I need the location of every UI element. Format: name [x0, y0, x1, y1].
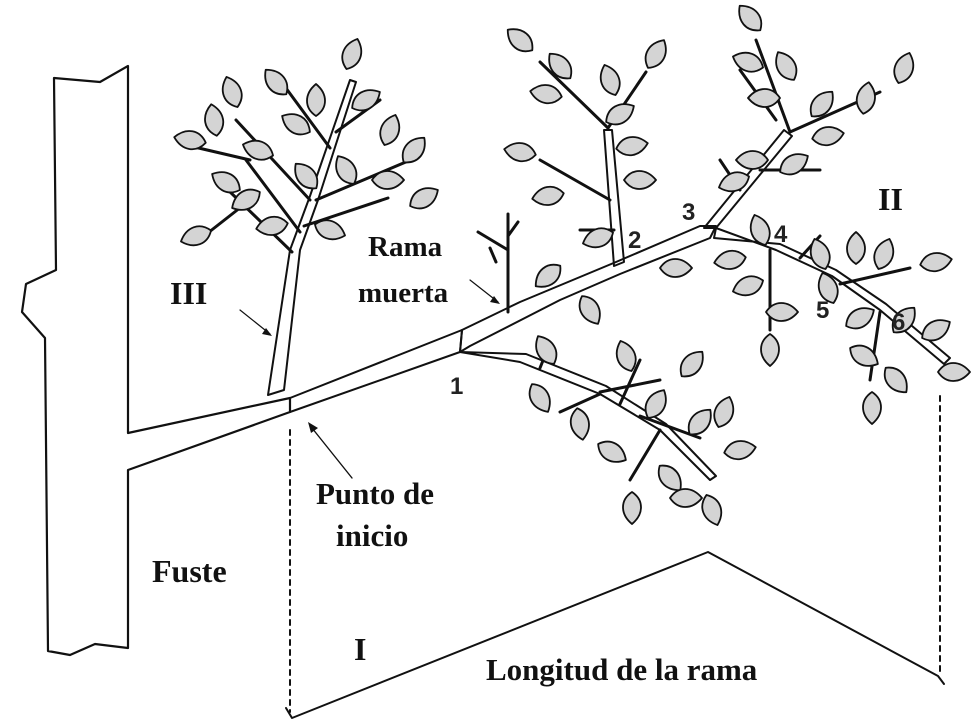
leaf [624, 171, 656, 189]
leaf [847, 232, 865, 264]
leaf [723, 438, 758, 461]
leaf [568, 407, 591, 442]
label-longitud: Longitud de la rama [486, 652, 758, 687]
leaf [761, 334, 779, 366]
leaf [338, 36, 366, 72]
label-fuste: Fuste [152, 553, 227, 589]
label-rama-muerta-1: Rama [368, 231, 443, 263]
branch-number-3: 3 [682, 199, 695, 226]
leaf [748, 89, 780, 107]
label-punto-inicio-2: inicio [336, 518, 408, 553]
leaf [255, 214, 290, 237]
leaf [890, 50, 918, 86]
leaf [918, 314, 955, 346]
branch-number-1: 1 [450, 373, 463, 400]
leaf [863, 392, 881, 424]
leaf [543, 48, 577, 84]
leaf [596, 62, 624, 98]
leaf [406, 182, 443, 214]
leaf [178, 222, 214, 250]
branch-number-4: 4 [774, 221, 788, 248]
leaf [730, 272, 766, 300]
length-bracket [286, 552, 944, 718]
leaf [376, 112, 404, 148]
branch-number-2: 2 [628, 227, 641, 254]
leaf [713, 248, 748, 271]
leaf [259, 64, 293, 100]
leaves [173, 0, 970, 528]
leaf [938, 363, 970, 381]
leaf [531, 184, 566, 207]
leaf [502, 23, 538, 57]
leaf [733, 0, 767, 36]
leaf [372, 171, 404, 189]
leaf [854, 81, 877, 116]
leaf [670, 489, 702, 507]
leaf [675, 346, 709, 382]
leaf [736, 151, 768, 169]
leaf [870, 236, 898, 272]
leaf [623, 492, 641, 524]
label-section-i: I [354, 631, 366, 667]
leaf [640, 36, 672, 73]
leaf [842, 302, 879, 334]
label-rama-muerta-2: muerta [358, 277, 449, 309]
leaf [776, 148, 813, 180]
leaf [218, 74, 246, 110]
leaf [530, 332, 562, 369]
leaf [278, 108, 315, 140]
label-section-iii: III [170, 275, 207, 311]
leaf [574, 292, 606, 329]
leaf [307, 84, 325, 116]
leaf [879, 362, 913, 398]
branch-4-5-6 [714, 228, 950, 380]
leaf [529, 82, 564, 105]
leaf [660, 259, 692, 277]
leaf [503, 140, 538, 163]
leaf [766, 303, 798, 321]
leaf [919, 250, 954, 273]
leaf [811, 124, 846, 147]
leaf [289, 158, 323, 194]
leaf [202, 103, 225, 138]
leaf [594, 436, 631, 468]
branch-number-6: 6 [892, 309, 905, 336]
label-punto-inicio-1: Punto de [316, 476, 434, 511]
leaf [846, 340, 883, 372]
leaf [524, 380, 556, 417]
leaf [710, 394, 738, 430]
leaf [530, 259, 566, 293]
leaf [770, 48, 802, 85]
branch-base-shaded [290, 330, 462, 412]
branch-number-5: 5 [816, 297, 829, 324]
label-section-ii: II [878, 181, 903, 217]
leaf [615, 134, 650, 157]
leaf [602, 98, 639, 130]
branch-1 [460, 348, 716, 480]
dead-branch [478, 214, 518, 312]
